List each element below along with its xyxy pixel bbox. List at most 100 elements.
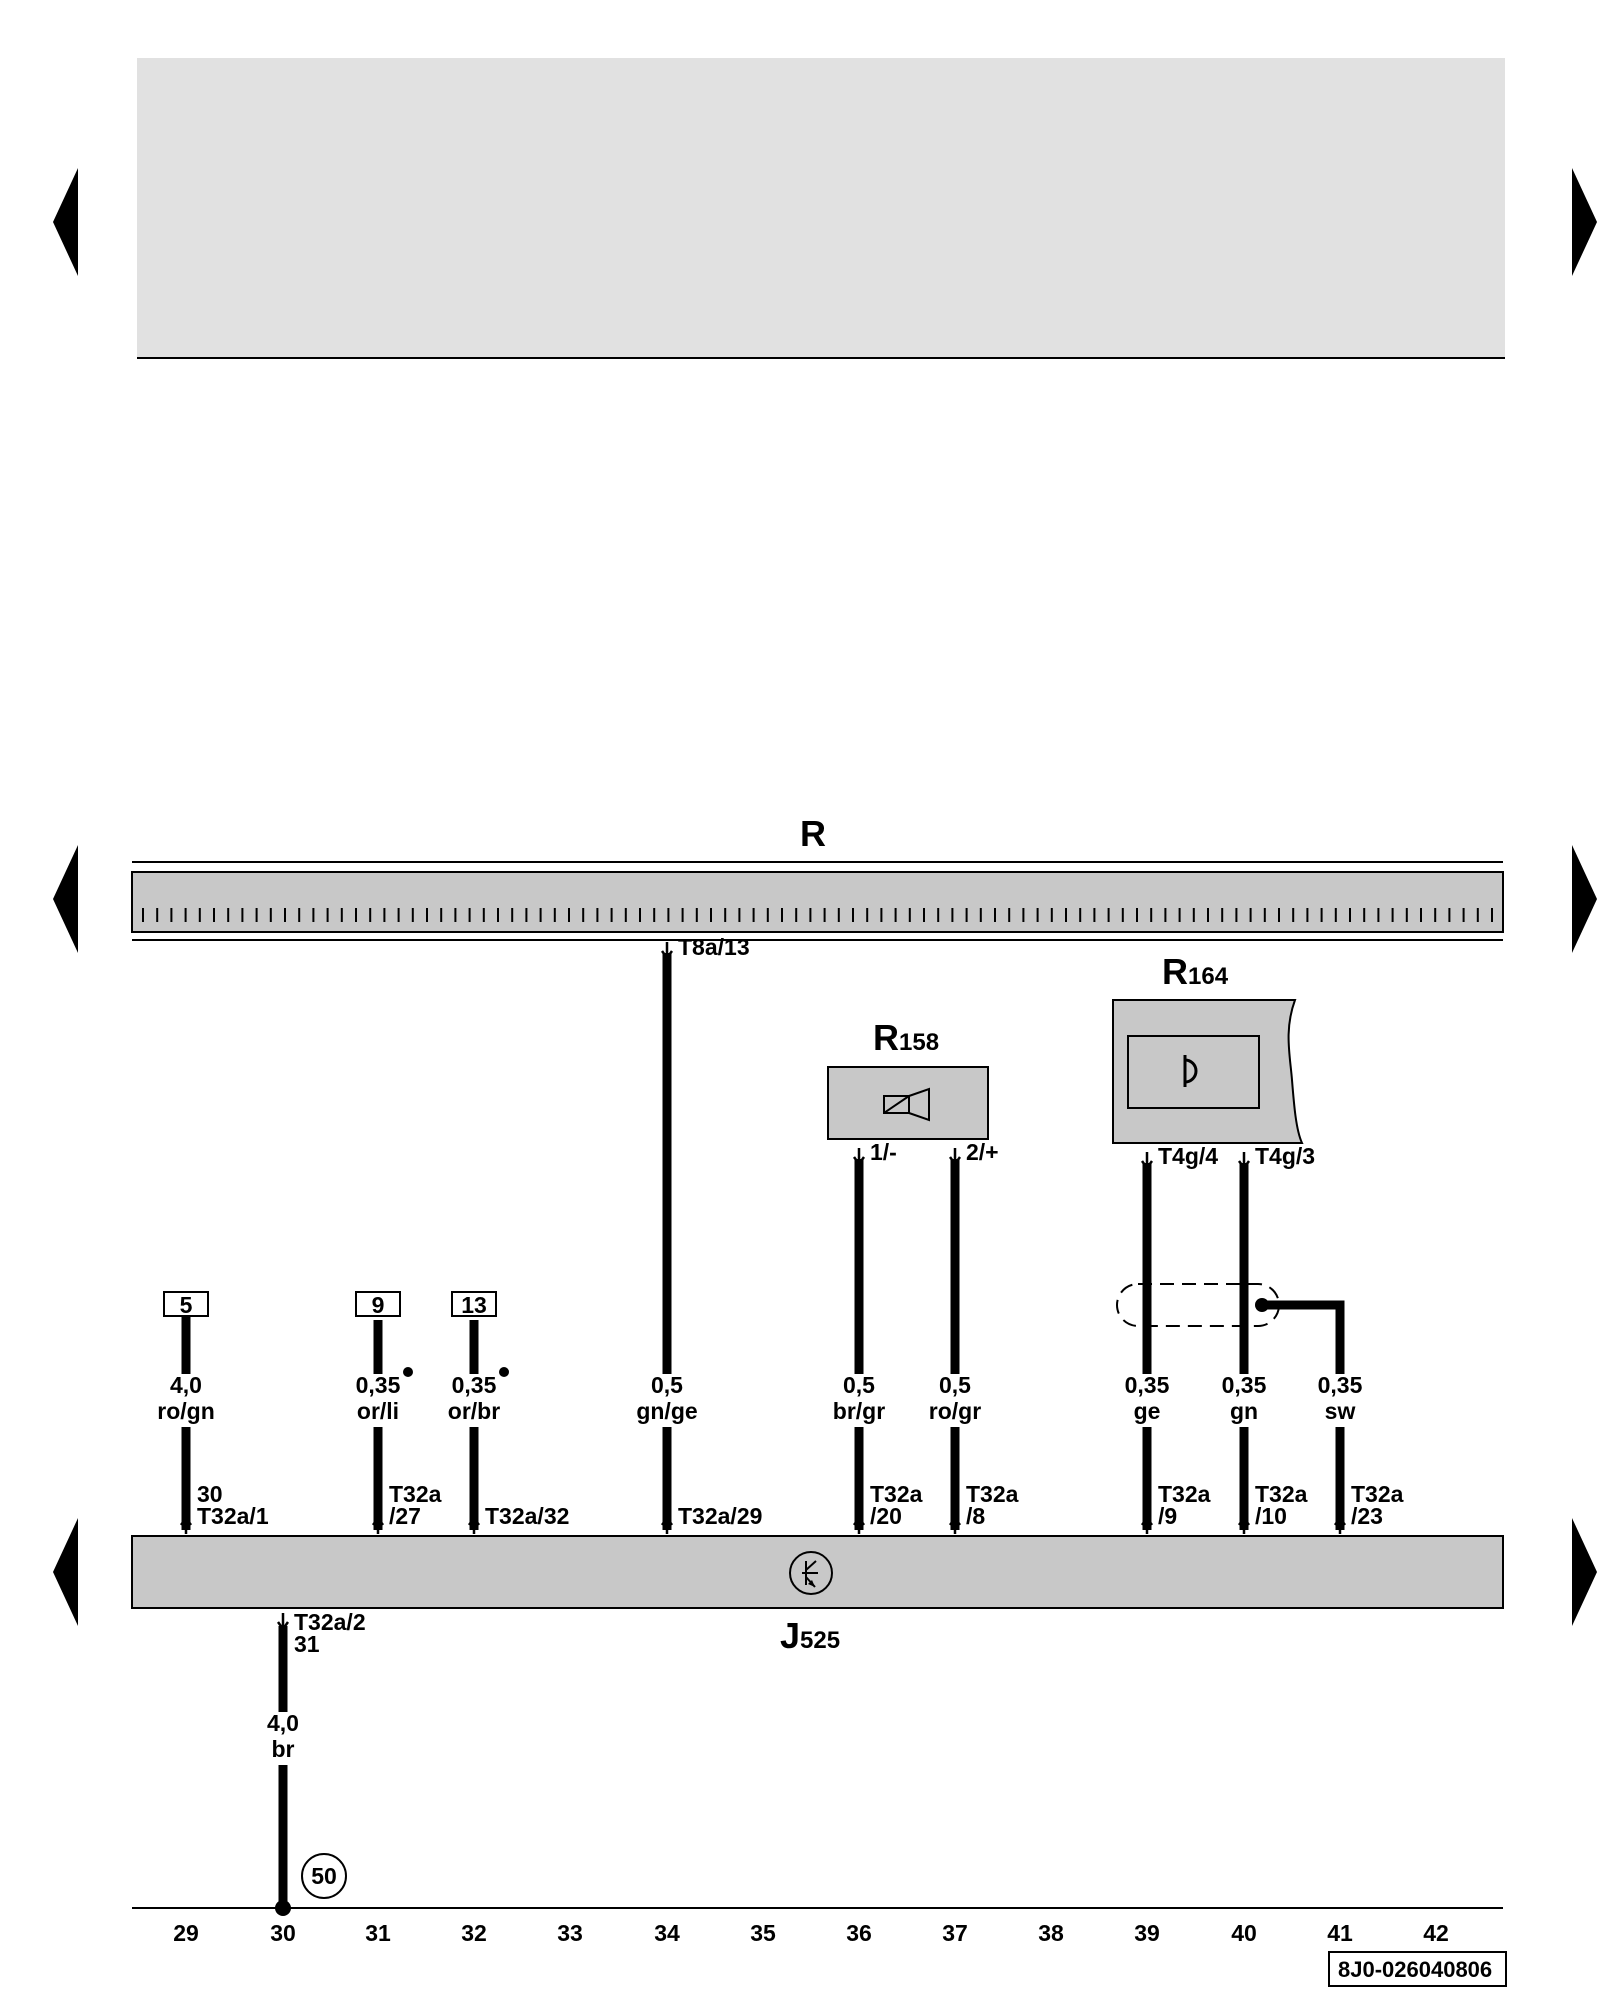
fuse-reference-9[interactable]: 9 [355,1291,401,1318]
wire-41-upper [1262,1300,1345,1374]
connector-label: T32a [966,1481,1019,1507]
track-number: 33 [557,1920,583,1946]
connector-pin-arrow [660,1515,674,1534]
track-number: 40 [1231,1920,1257,1946]
connector-pin-arrow [948,1515,962,1534]
connector-label: /8 [966,1503,985,1529]
connector-pin-arrow [1140,1152,1154,1171]
track-number: 38 [1038,1920,1064,1946]
wire-size: 4,0 [267,1710,299,1736]
connector-label: T4g/3 [1255,1143,1315,1169]
r164-letter: R [1162,951,1188,992]
connector-pin-arrow [371,1515,385,1534]
wire-color: gn [1230,1398,1258,1424]
track-number: 29 [173,1920,199,1946]
prev-page-arrow-top[interactable] [53,168,78,276]
document-number-box: 8J0-026040806 [1328,1951,1507,1987]
connector-label: /10 [1255,1503,1287,1529]
connector-pin-arrow [852,1515,866,1534]
connector-label: 30 [197,1481,223,1507]
connector-label: T32a/32 [485,1503,569,1529]
track-number: 30 [270,1920,296,1946]
fuse-ref-text: 9 [372,1292,385,1318]
wire-color: gn/ge [636,1398,697,1424]
wire-size: 0,35 [1318,1372,1363,1398]
wires [181,953,1345,1904]
speaker-icon [883,1087,930,1122]
connector-label: /27 [389,1503,421,1529]
r158-sub: 158 [899,1029,939,1056]
wire-size: 0,5 [843,1372,875,1398]
connector-label: T32a [1158,1481,1211,1507]
connector-label: T4g/4 [1158,1143,1218,1169]
track-number: 39 [1134,1920,1160,1946]
track-number: 35 [750,1920,776,1946]
connector-pin-arrow [660,942,674,961]
wire-color: br/gr [833,1398,885,1424]
connector-label: T32a [389,1481,442,1507]
connector-label: 31 [294,1631,320,1657]
wire-size: 0,5 [651,1372,683,1398]
j525-letter: J [780,1615,800,1656]
track-number: 32 [461,1920,487,1946]
wire-color: or/br [448,1398,500,1424]
wire-size: 0,35 [356,1372,401,1398]
connector-label: 2/+ [966,1139,999,1165]
ground-point-text: 50 [311,1863,337,1889]
wire-size: 0,35 [1125,1372,1170,1398]
wire-dot-31 [403,1367,413,1377]
track-number: 34 [654,1920,680,1946]
track-number: 37 [942,1920,968,1946]
wire-dot-32 [499,1367,509,1377]
r164-sub: 164 [1188,963,1229,990]
wire-size: 0,35 [452,1372,497,1398]
wire-labels: 4,0 ro/gn 0,35 or/li 0,35 or/br 0,5 gn/g… [157,1372,1362,1762]
ground-point-50[interactable]: 50 [301,1853,347,1899]
connector-label: T32a [1351,1481,1404,1507]
next-page-arrow-middle[interactable] [1572,845,1597,953]
connector-pin-arrow [276,1613,290,1632]
next-page-arrow-top[interactable] [1572,168,1597,276]
track-number: 41 [1327,1920,1353,1946]
j525-sub: 525 [800,1627,840,1654]
fuse-reference-5[interactable]: 5 [163,1291,209,1320]
wire-color: ro/gr [929,1398,981,1424]
connector-label: T32a [1255,1481,1308,1507]
fuse-reference-13[interactable]: 13 [451,1291,497,1318]
radio-label: R [800,813,826,854]
wire-size: 4,0 [170,1372,202,1398]
connector-pin-arrow [1333,1515,1347,1534]
connector-pin-arrow [948,1148,962,1167]
wire-color: ro/gn [157,1398,215,1424]
radio-R-component[interactable] [131,871,1504,933]
connector-label: /23 [1351,1503,1383,1529]
connector-label: T8a/13 [678,934,750,960]
connector-label: T32a/2 [294,1609,366,1635]
connector-label: T32a [870,1481,923,1507]
connector-label: T32a/1 [197,1503,269,1529]
prev-page-arrow-middle[interactable] [53,845,78,953]
radio-connector-ticks [142,908,1493,922]
r164-inner-box [1127,1035,1260,1109]
header-panel [137,58,1505,358]
j525-label: J525 [780,1615,840,1656]
next-page-arrow-bottom[interactable] [1572,1518,1597,1626]
connector-pin-arrow [852,1148,866,1167]
fuse-ref-text: 13 [461,1292,487,1318]
r158-label: R158 [873,1017,939,1058]
track-number: 36 [846,1920,872,1946]
r158-letter: R [873,1017,899,1058]
wire-color: br [272,1736,295,1762]
prev-page-arrow-bottom[interactable] [53,1518,78,1626]
connector-pin-arrow [467,1515,481,1534]
wire-size: 0,5 [939,1372,971,1398]
connector-labels: T8a/13 1/- 2/+ T4g/4 T4g/3 30 T32a/1 T32… [197,934,1404,1657]
connector-label: /20 [870,1503,902,1529]
shielding [1116,1283,1280,1327]
r164-label: R164 [1162,951,1229,992]
antenna-amplifier-icon [1183,1055,1198,1087]
wire-color: or/li [357,1398,399,1424]
connector-label: /9 [1158,1503,1177,1529]
